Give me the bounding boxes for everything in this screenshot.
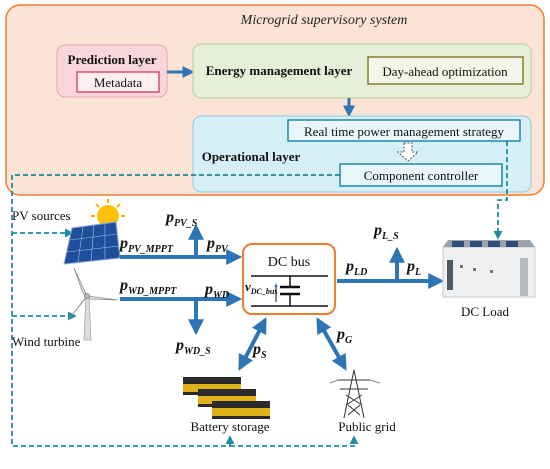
battery-storage-icon bbox=[183, 377, 270, 419]
label-p-pv: pPV bbox=[205, 235, 229, 255]
label-p-l-s: pL_S bbox=[372, 222, 399, 242]
metadata-box bbox=[76, 71, 160, 93]
capacitor-symbol bbox=[251, 275, 328, 307]
pv-panel-icon bbox=[63, 199, 125, 265]
wind-turbine-icon bbox=[67, 267, 119, 341]
label-p-g: pG bbox=[335, 326, 353, 346]
component-controller-label: Component controller bbox=[364, 168, 479, 183]
label-p-wd-s: pWD_S bbox=[174, 337, 211, 357]
realtime-strategy-box bbox=[287, 119, 521, 142]
label-p-pv-s: pPV_S bbox=[164, 209, 198, 229]
battery-storage-label: Battery storage bbox=[190, 419, 269, 434]
dc-bus-label: DC bus bbox=[268, 255, 310, 270]
dc-bus-box bbox=[242, 243, 336, 315]
energy-layer-label: Energy management layer bbox=[206, 63, 353, 78]
dc-bus-voltage: vDC_bus bbox=[245, 279, 277, 296]
public-grid-label: Public grid bbox=[338, 419, 396, 434]
label-p-s: pS bbox=[251, 341, 267, 361]
pv-sources-label: PV sources bbox=[12, 208, 71, 223]
day-ahead-label: Day-ahead optimization bbox=[382, 64, 508, 79]
supervisory-title: Microgrid supervisory system bbox=[240, 13, 408, 28]
control-lines bbox=[11, 141, 508, 447]
dc-load-label: DC Load bbox=[461, 304, 510, 319]
wind-turbine-label: Wind turbine bbox=[12, 334, 81, 349]
label-p-wd-mppt: pWD_MPPT bbox=[118, 277, 177, 297]
label-p-l: pL bbox=[405, 258, 421, 278]
prediction-layer-label: Prediction layer bbox=[68, 52, 157, 67]
label-p-wd: pWD bbox=[203, 281, 229, 301]
dc-load-house-icon bbox=[442, 240, 536, 298]
label-p-ld: pLD bbox=[344, 258, 367, 278]
label-p-pv-mppt: pPV_MPPT bbox=[118, 235, 174, 255]
power-flows bbox=[120, 223, 445, 371]
realtime-strategy-label: Real time power management strategy bbox=[304, 124, 504, 139]
operational-layer-label: Operational layer bbox=[202, 149, 301, 164]
public-grid-pylon-icon bbox=[329, 369, 381, 419]
metadata-label: Metadata bbox=[94, 75, 143, 90]
day-ahead-box bbox=[367, 56, 524, 85]
hollow-down-arrow bbox=[396, 142, 420, 162]
